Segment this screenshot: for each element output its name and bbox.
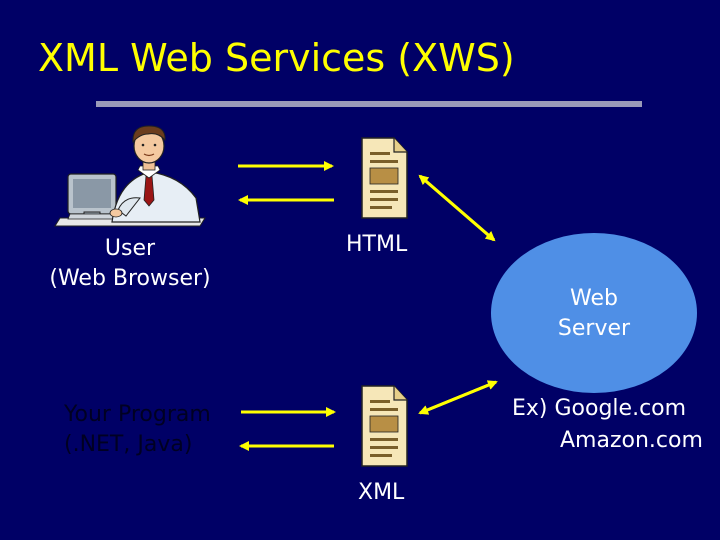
arrow-server-to-html — [418, 174, 495, 242]
example-label-line2: Amazon.com — [560, 428, 703, 453]
arrow-server-to-xml — [418, 380, 497, 415]
user-label-line2: (Web Browser) — [49, 266, 211, 291]
program-label-line1: Your Program — [64, 402, 211, 427]
web-server-ellipse — [491, 233, 697, 393]
xml-label: XML — [358, 480, 405, 505]
user-label: User (Web Browser) — [40, 234, 220, 294]
slide-title: XML Web Services (XWS) — [38, 36, 515, 80]
title-underline — [96, 101, 642, 107]
html-document-icon — [361, 137, 408, 219]
web-server-label-line2: Server — [557, 316, 631, 341]
user-at-computer-icon — [54, 125, 206, 227]
user-label-line1: User — [104, 236, 156, 261]
web-server-label: Web Server — [544, 284, 644, 344]
example-label-line1: Ex) Google.com — [512, 396, 687, 421]
arrows — [238, 161, 498, 451]
web-server-label-line1: Web — [570, 286, 618, 311]
program-label-line2: (.NET, Java) — [64, 432, 193, 457]
html-label: HTML — [346, 232, 408, 257]
program-label: Your Program (.NET, Java) — [64, 400, 211, 460]
xml-document-icon — [361, 385, 408, 467]
